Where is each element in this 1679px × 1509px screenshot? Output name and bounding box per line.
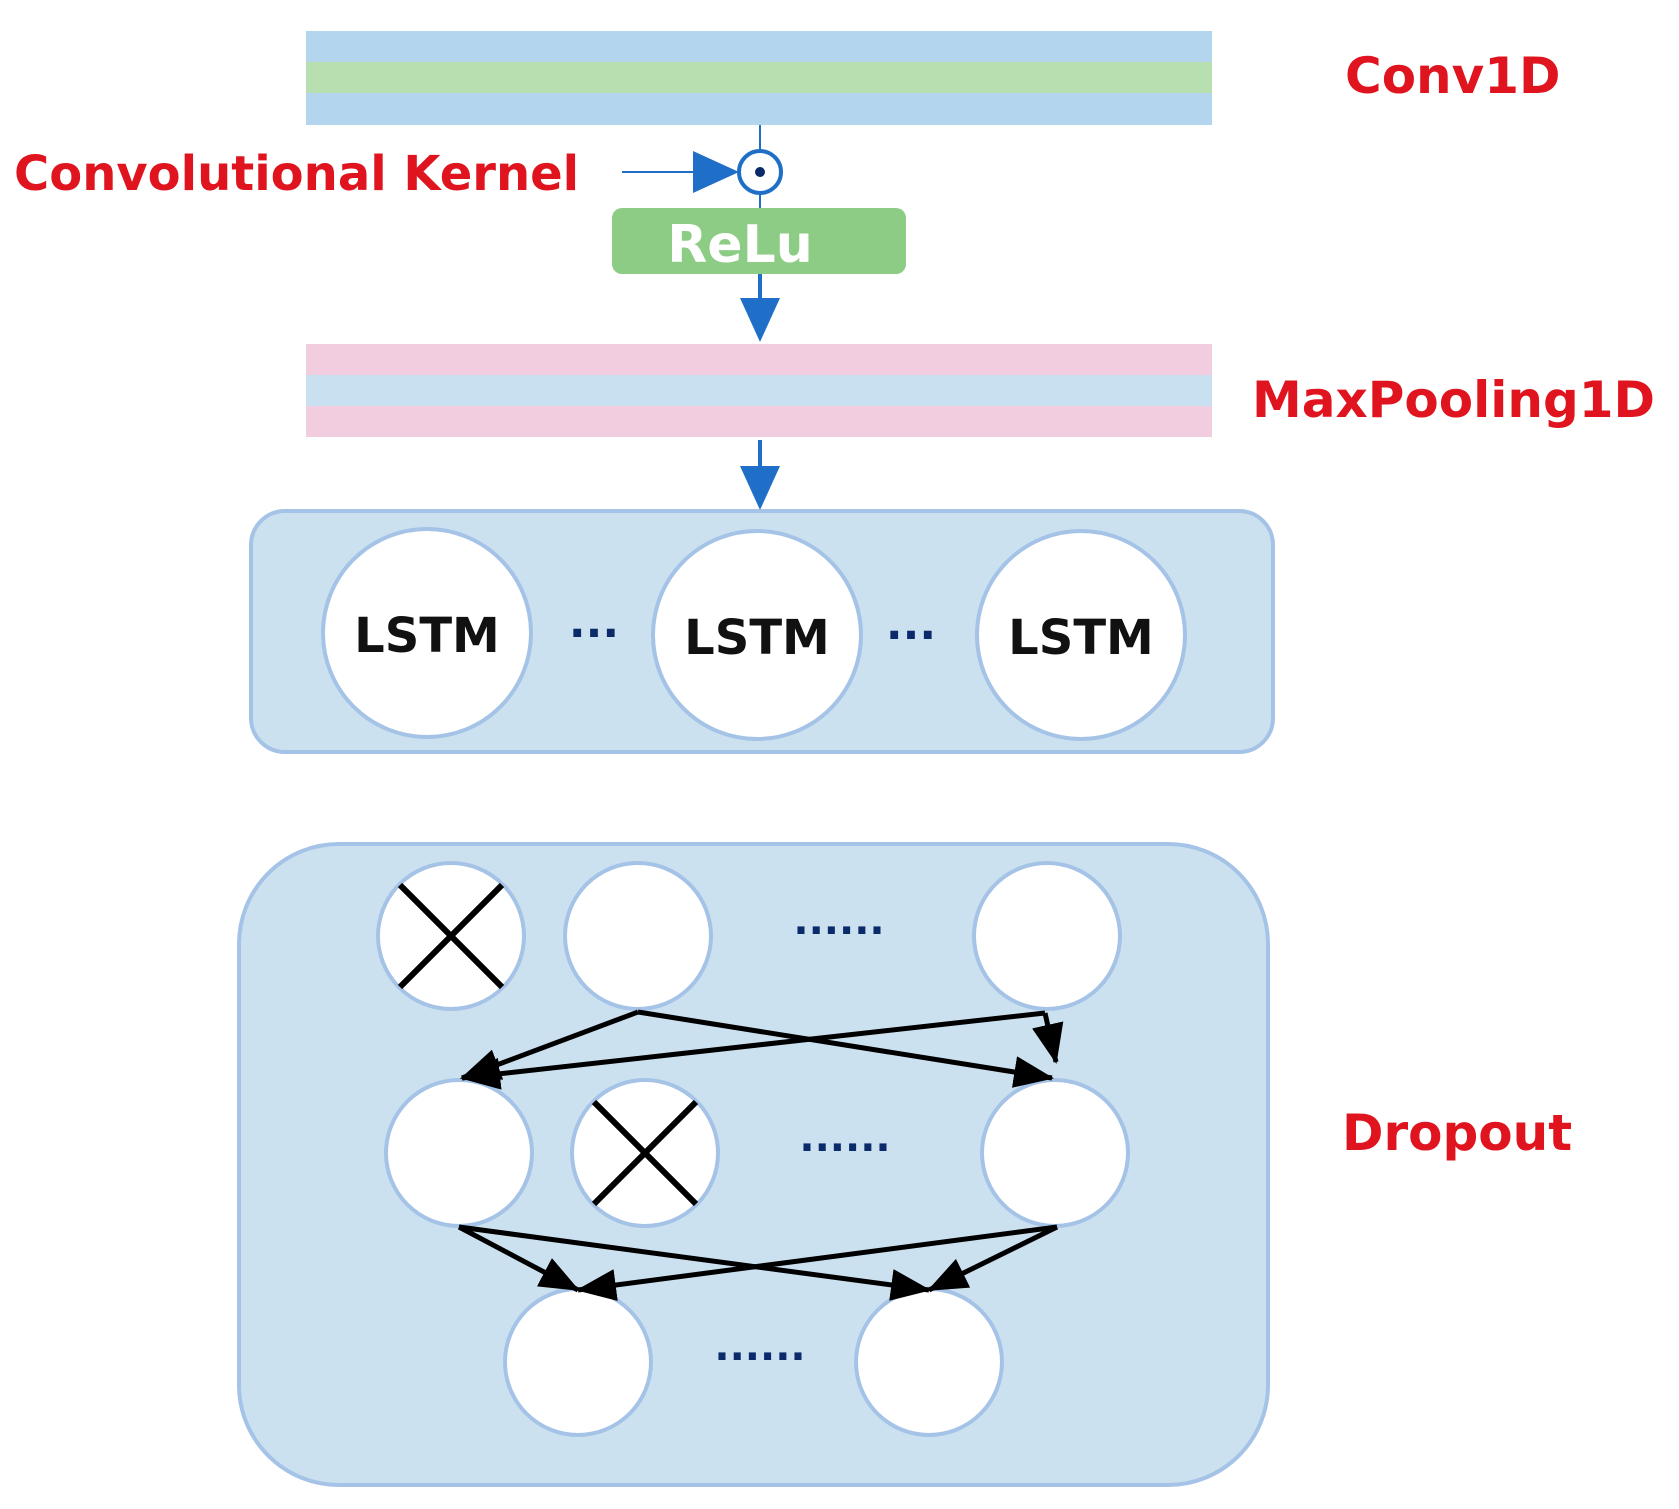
dropout-connections-bottom (457, 1224, 1059, 1301)
lstm-cell: LSTM (651, 529, 863, 741)
relu-box: ReLu (612, 208, 906, 275)
lstm-cell: LSTM (321, 527, 533, 739)
conv1d-layer (306, 31, 1212, 125)
kernel-arrow (622, 151, 739, 193)
arrow-pool-to-lstm (740, 440, 780, 510)
neuron (563, 861, 713, 1011)
connection-arrow (637, 1009, 1054, 1088)
neuron (854, 1287, 1004, 1437)
dropout-layer: ······ ······ ······ (237, 842, 1270, 1487)
lstm-cell-label: LSTM (1008, 610, 1154, 666)
lstm-layer: LSTM ··· LSTM ··· LSTM (249, 509, 1275, 754)
dropout-ellipsis: ······ (793, 908, 884, 954)
connection-arrow (457, 1224, 580, 1293)
maxpooling-layer (306, 344, 1212, 437)
relu-label: ReLu (667, 215, 812, 275)
dropped-neuron (570, 1078, 720, 1228)
conv1d-label: Conv1D (1345, 47, 1561, 105)
connection-arrow (458, 1224, 931, 1301)
connection-arrow (576, 1224, 1058, 1301)
lstm-cell-label: LSTM (354, 608, 500, 664)
neuron (980, 1078, 1130, 1228)
kernel-label: Convolutional Kernel (14, 146, 579, 202)
maxpooling-label: MaxPooling1D (1252, 371, 1655, 429)
lstm-cell-label: LSTM (684, 610, 830, 666)
arrow-relu-to-pool (740, 274, 780, 342)
convolution-operator-icon (737, 149, 783, 195)
connection-arrow (927, 1224, 1059, 1293)
neuron (972, 861, 1122, 1011)
connection-arrow (460, 1010, 1046, 1090)
dropout-label: Dropout (1342, 1104, 1572, 1162)
dropped-neuron (376, 861, 526, 1011)
lstm-cell: LSTM (975, 529, 1187, 741)
neuron (503, 1287, 653, 1437)
dropout-ellipsis: ······ (714, 1334, 805, 1380)
dropout-ellipsis: ······ (799, 1125, 890, 1171)
lstm-ellipsis: ··· (569, 608, 619, 659)
neuron (384, 1078, 534, 1228)
lstm-ellipsis: ··· (886, 610, 936, 661)
dropout-connections-top (460, 1009, 1064, 1090)
connection-arrow (1032, 1012, 1064, 1064)
